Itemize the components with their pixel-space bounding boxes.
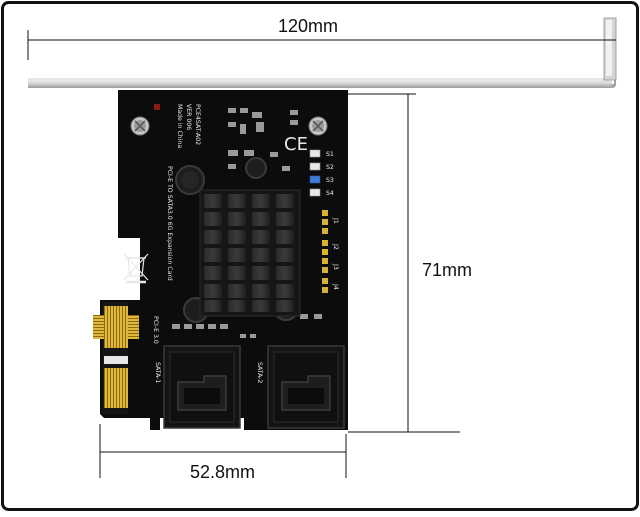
capacitor-2: [245, 157, 267, 179]
weee-bin-icon: [123, 253, 149, 284]
led-label-s4: S4: [326, 190, 334, 197]
heatsink: [199, 189, 301, 317]
height-dimension-label: 71mm: [422, 260, 473, 280]
smd-components: [154, 104, 322, 338]
pcie-gold-finger: [93, 302, 139, 414]
led-s4: [309, 188, 321, 197]
finger-key-notch: [104, 356, 128, 364]
led-s3: [309, 175, 321, 184]
led-label-s1: S1: [326, 151, 334, 158]
dimension-width: [27, 30, 616, 60]
header-label-j4: J4: [332, 283, 339, 290]
metal-bracket: [28, 17, 617, 88]
led-label-s2: S2: [326, 164, 334, 171]
dimension-connector: [99, 424, 347, 478]
header-label-j3: J3: [332, 263, 339, 270]
sata-port-2-label: SATA-2: [256, 362, 263, 383]
header-label-j1: J1: [332, 217, 339, 224]
board-description: PCI-E TO SATA3.0 6G Expansion Card: [166, 166, 173, 281]
led-labels: S1 S2 S3 S4: [326, 151, 334, 197]
gold-pins-lower: [104, 368, 128, 408]
width-dimension-label: 120mm: [278, 16, 339, 36]
screw-right: [308, 116, 328, 136]
sata-port-1-label: SATA-1: [154, 362, 161, 383]
header-labels: J1 J2 J3 J4: [332, 217, 339, 290]
bus-label: PCI-E 3.0: [152, 316, 159, 344]
sata-port-2[interactable]: [267, 345, 345, 429]
board-model: PCE4SAT-A02: [194, 104, 201, 145]
led-label-s3: S3: [326, 177, 334, 184]
silkscreen-text: PCE4SAT-A02 VER 006 Made in China PCI-E …: [152, 104, 308, 344]
board-version: VER 006: [185, 104, 192, 130]
screw-left: [130, 116, 150, 136]
ce-mark-icon: CE: [284, 134, 308, 155]
status-leds: [309, 149, 321, 197]
led-s1: [309, 149, 321, 158]
led-s2: [309, 162, 321, 171]
sata-port-1[interactable]: [163, 345, 241, 429]
board-origin: Made in China: [176, 104, 183, 148]
capacitor-1: [175, 165, 205, 195]
connector-dimension-label: 52.8mm: [190, 462, 256, 482]
pin-headers: [322, 210, 328, 293]
dimension-height: [348, 93, 460, 433]
header-label-j2: J2: [332, 243, 339, 250]
gold-pins-upper: [104, 306, 128, 348]
